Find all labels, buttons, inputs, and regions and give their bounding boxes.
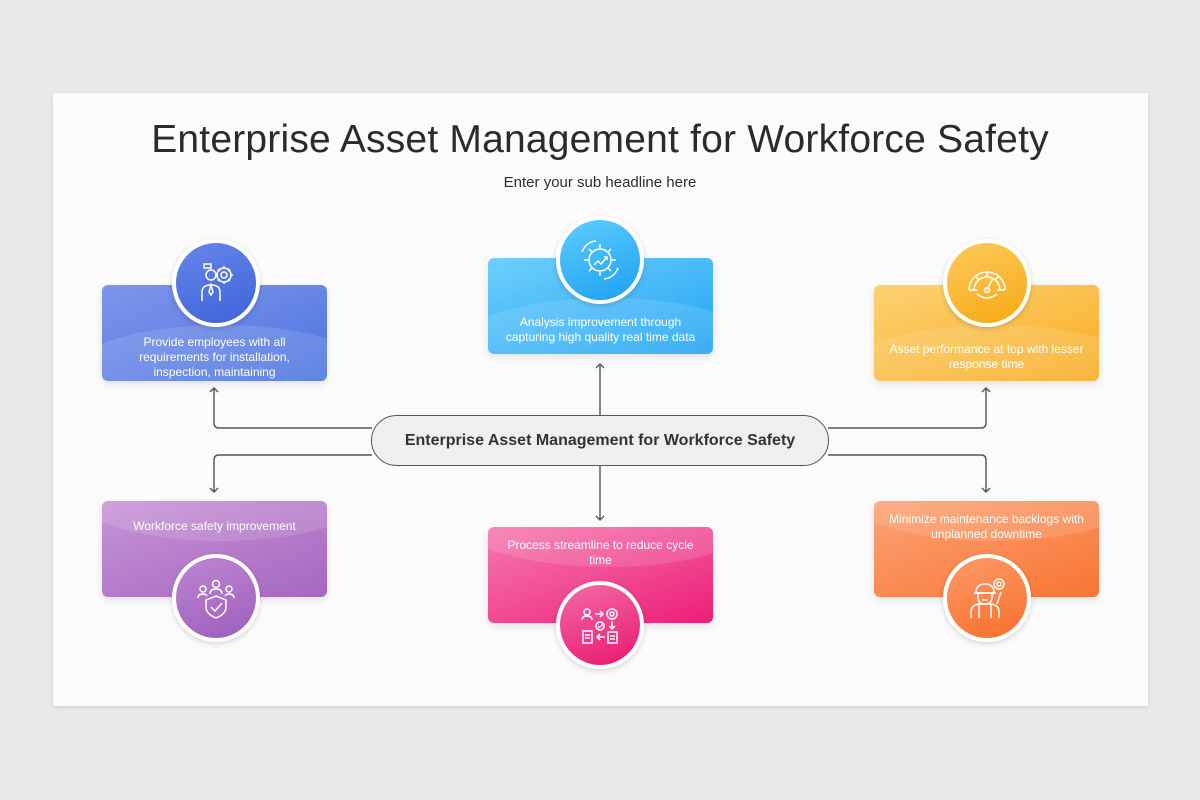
page-title: Enterprise Asset Management for Workforc… bbox=[151, 118, 1049, 161]
process-flow-icon bbox=[556, 581, 644, 669]
engineer-gear-icon bbox=[172, 239, 260, 327]
connector-bottom-left bbox=[209, 454, 372, 493]
card-text-top-right: Asset performance at top with lesser res… bbox=[889, 342, 1084, 371]
shield-team-icon bbox=[172, 554, 260, 642]
connector-top-right bbox=[828, 387, 991, 429]
connector-bottom-right bbox=[828, 454, 991, 493]
connector-top-left bbox=[209, 387, 372, 429]
card-text-bottom-right: Minimize maintenance backlogs with unpla… bbox=[889, 512, 1084, 541]
card-bottom-center: Process streamline to reduce cycle time bbox=[488, 527, 713, 623]
card-text-bottom-left: Workforce safety improvement bbox=[133, 519, 296, 533]
worker-wrench-icon bbox=[943, 554, 1031, 642]
card-top-left: Provide employees with all requirements … bbox=[102, 285, 327, 381]
center-hub: Enterprise Asset Management for Workforc… bbox=[371, 415, 829, 466]
gauge-dashboard-icon bbox=[943, 239, 1031, 327]
page-subtitle: Enter your sub headline here bbox=[503, 174, 697, 191]
gear-growth-chart-icon bbox=[556, 216, 644, 304]
card-text-top-center: Analysis improvement through capturing h… bbox=[505, 315, 696, 344]
card-text-top-left: Provide employees with all requirements … bbox=[139, 335, 290, 379]
card-top-right: Asset performance at top with lesser res… bbox=[874, 285, 1099, 381]
card-text-bottom-center: Process streamline to reduce cycle time bbox=[507, 538, 694, 567]
card-bottom-right: Minimize maintenance backlogs with unpla… bbox=[874, 501, 1099, 597]
